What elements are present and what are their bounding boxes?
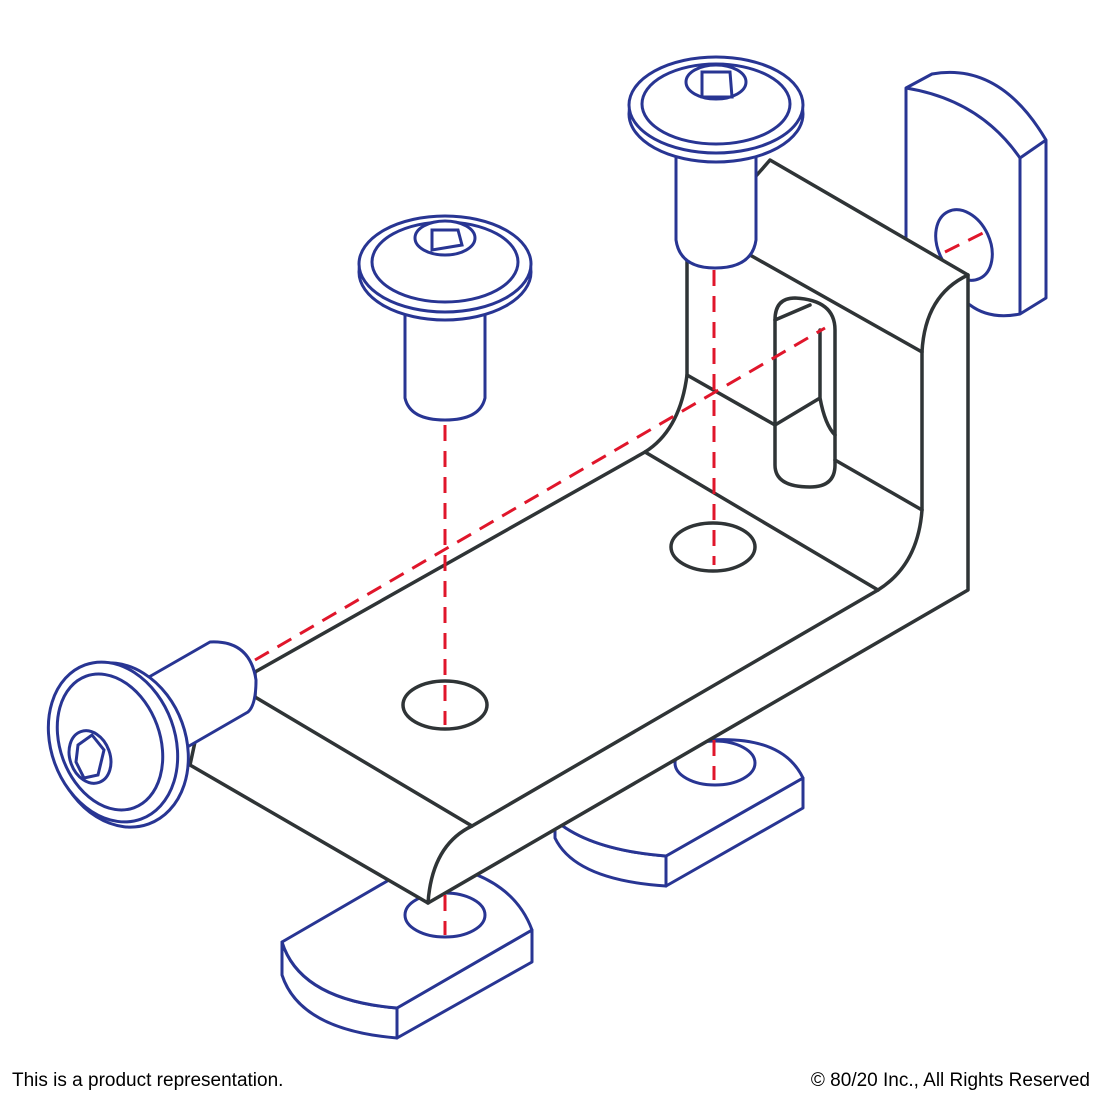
screw-top-right [627,55,805,270]
assembly-lines [254,230,986,935]
screw-top-left [357,214,533,422]
t-nut-side [904,70,1048,318]
copyright-text: © 80/20 Inc., All Rights Reserved [810,1070,1090,1091]
disclaimer-text: This is a product representation. [12,1070,284,1091]
angle-bracket [188,158,970,905]
screw-side [46,640,258,829]
t-nut-bottom-right [553,738,805,888]
